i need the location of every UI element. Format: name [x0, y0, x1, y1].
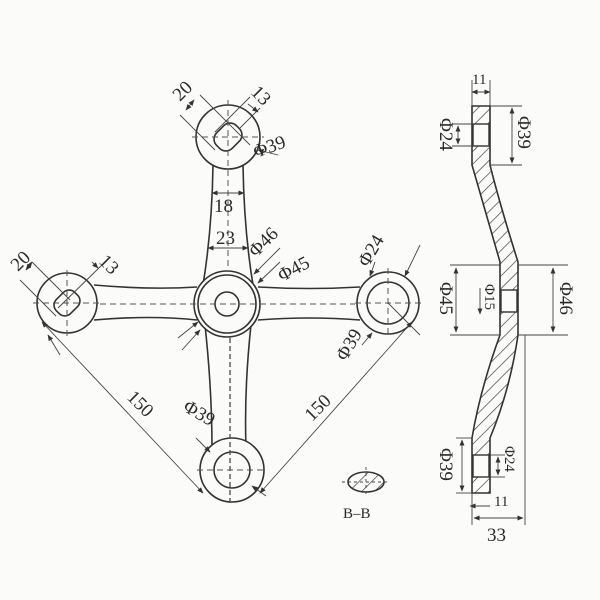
dim-left-slot-offset: 13 [94, 251, 122, 279]
dim-left-slot-width: 20 [7, 247, 35, 275]
dim-right-hole-diameter: Φ24 [354, 231, 389, 270]
side-top-boss: Φ39 [513, 116, 534, 149]
boss-top [192, 100, 264, 175]
side-view: 11 Φ39 Φ24 Φ45 Φ46 Φ15 Φ39 Φ24 11 [435, 72, 576, 546]
arm-top [202, 164, 254, 286]
dim-bottom-end-diameter: Φ39 [180, 396, 219, 431]
center-hub [100, 170, 355, 338]
dim-arm-width: 18 [214, 196, 233, 217]
arm-right [257, 286, 361, 321]
dim-right-end-diameter: Φ39 [332, 326, 367, 365]
side-top-hole: Φ24 [435, 118, 456, 151]
dim-hub-outer-diameter: Φ46 [245, 223, 283, 261]
side-bottom-thickness: 11 [494, 494, 508, 510]
section-label: B–B [343, 506, 371, 522]
side-hub-left: Φ45 [435, 282, 456, 315]
side-profile [471, 105, 519, 494]
dim-span-left: 150 [122, 387, 157, 422]
section-bb: B–B [342, 467, 390, 522]
arm-bottom [204, 324, 252, 449]
arm-left [93, 284, 198, 321]
dims-left [19, 261, 106, 356]
side-hub-hole: Φ15 [481, 284, 497, 310]
side-top-thickness: 11 [472, 72, 486, 88]
side-bottom-boss: Φ39 [435, 448, 456, 481]
side-overall-depth: 33 [487, 525, 506, 546]
dims-top [179, 94, 279, 196]
dim-arm-root-width: 23 [216, 228, 235, 249]
dims-span [41, 321, 413, 497]
dim-hub-inner-diameter: Φ45 [274, 252, 313, 286]
side-bottom-hole: Φ24 [501, 446, 517, 472]
dim-span-right: 150 [301, 391, 336, 426]
plan-view: 20 13 Φ39 18 23 Φ46 Φ45 20 13 Φ24 Φ39 Φ3… [7, 77, 422, 505]
boss-bottom [197, 330, 267, 505]
side-hub-right: Φ46 [555, 282, 576, 315]
